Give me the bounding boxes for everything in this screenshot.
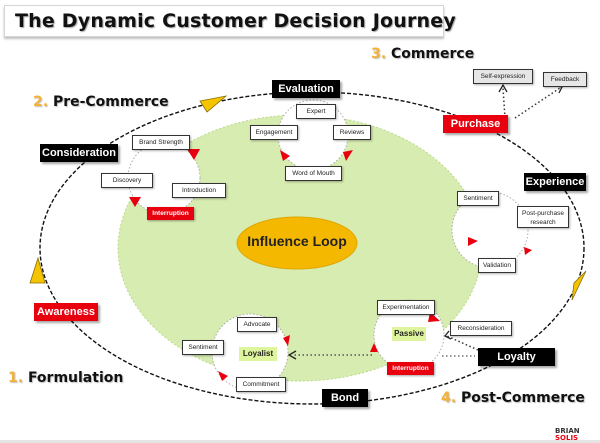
node-validation: Validation bbox=[478, 258, 516, 273]
node-reviews: Reviews bbox=[333, 125, 371, 140]
influence-loop-label: Influence Loop bbox=[247, 233, 347, 249]
phase-label-commerce: 3. Commerce bbox=[371, 46, 475, 62]
stage-evaluation[interactable]: Evaluation bbox=[272, 80, 340, 98]
node-commitment: Commitment bbox=[236, 377, 286, 392]
node-post-purchase-research: Post-purchase research bbox=[517, 206, 569, 228]
node-engagement: Engagement bbox=[250, 125, 298, 140]
title-box: The Dynamic Customer Decision Journey bbox=[4, 5, 456, 37]
direction-arrow-icon bbox=[571, 270, 587, 301]
stage-bond[interactable]: Bond bbox=[322, 389, 368, 407]
brand-logo: BRIAN SOLIS bbox=[555, 427, 580, 442]
red-arrow-icon bbox=[524, 247, 532, 255]
stage-awareness[interactable]: Awareness bbox=[34, 303, 98, 321]
arrowhead bbox=[498, 83, 508, 93]
node-sentiment-experience: Sentiment bbox=[457, 191, 499, 206]
loyalty-to-reconsideration-arrow bbox=[446, 335, 479, 351]
influence-loop-ellipse bbox=[236, 216, 358, 270]
stage-consideration[interactable]: Consideration bbox=[40, 144, 118, 162]
red-arrow-icon bbox=[129, 197, 141, 207]
interruption-consideration: Interruption bbox=[147, 207, 194, 220]
node-advocate: Advocate bbox=[237, 317, 277, 332]
arrowhead bbox=[287, 350, 297, 360]
loyalist-tag: Loyalist bbox=[239, 347, 277, 361]
page-title: The Dynamic Customer Decision Journey bbox=[15, 10, 456, 32]
node-self-expression: Self-expression bbox=[473, 69, 533, 84]
red-arrow-icon bbox=[280, 150, 290, 161]
red-arrow-icon bbox=[218, 371, 228, 381]
red-arrow-icon bbox=[468, 237, 478, 246]
purchase-to-self-expression-arrow bbox=[502, 87, 506, 119]
stage-loyalty[interactable]: Loyalty bbox=[478, 348, 555, 366]
phase-label-pre-commerce: 2. Pre-Commerce bbox=[33, 94, 169, 110]
node-brand-strength: Brand Strength bbox=[132, 135, 190, 150]
node-sentiment-loyalist: Sentiment bbox=[182, 340, 224, 355]
stage-purchase[interactable]: Purchase bbox=[443, 115, 508, 133]
purchase-to-feedback-arrow bbox=[514, 87, 561, 119]
phase-label-formulation: 1. Formulation bbox=[8, 370, 124, 386]
node-experimentation: Experimentation bbox=[377, 300, 435, 315]
direction-arrow-icon bbox=[29, 256, 46, 284]
red-arrow-icon bbox=[187, 149, 200, 160]
node-introduction: Introduction bbox=[172, 183, 226, 198]
red-arrow-icon bbox=[283, 335, 290, 346]
passive-tag: Passive bbox=[392, 327, 426, 341]
node-feedback: Feedback bbox=[543, 72, 587, 87]
node-word-of-mouth: Word of Mouth bbox=[285, 166, 342, 181]
red-arrow-icon bbox=[343, 150, 353, 161]
stage-experience[interactable]: Experience bbox=[524, 173, 586, 191]
interruption-passive: Interruption bbox=[387, 362, 434, 375]
node-reconsideration: Reconsideration bbox=[450, 321, 512, 336]
node-expert: Expert bbox=[296, 104, 336, 119]
bottom-divider bbox=[0, 440, 600, 443]
phase-label-post-commerce: 4. Post-Commerce bbox=[441, 390, 585, 406]
direction-arrow-icon bbox=[199, 95, 228, 113]
red-arrow-icon bbox=[370, 343, 378, 352]
arrowhead bbox=[443, 330, 452, 340]
node-discovery: Discovery bbox=[101, 173, 153, 188]
